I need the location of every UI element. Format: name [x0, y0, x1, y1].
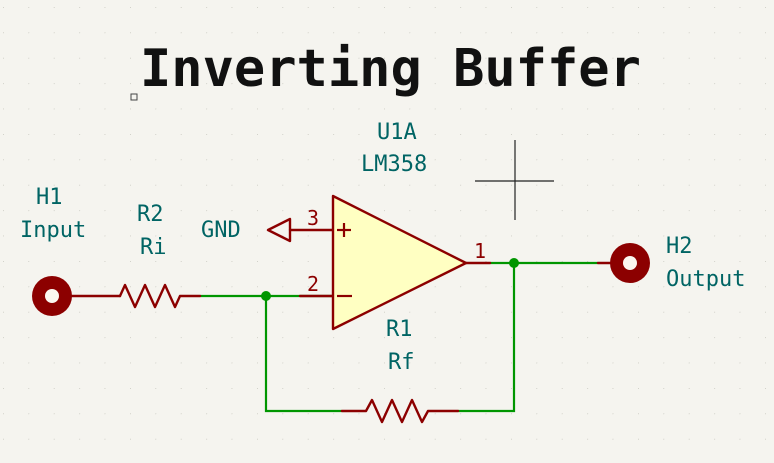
wire-feedback-right: [458, 263, 516, 413]
output-ref-label: H2: [666, 234, 693, 259]
ground-label: GND: [201, 218, 241, 243]
sheet-title: Inverting Buffer: [140, 39, 641, 99]
junction-dot: [509, 258, 519, 268]
opamp-value-label: LM358: [361, 152, 427, 177]
input-resistor[interactable]: [118, 283, 202, 309]
ground-symbol[interactable]: [266, 217, 292, 243]
input-resistor-ref-label: R2: [137, 202, 164, 227]
input-resistor-value-label: Ri: [140, 235, 167, 260]
input-ref-label: H1: [36, 185, 63, 210]
wire-feedback-left: [264, 296, 342, 413]
opamp-pin-minus: 2: [307, 272, 319, 296]
opamp-ref-label: U1A: [377, 120, 417, 145]
junction-dot: [261, 291, 271, 301]
input-value-label: Input: [20, 218, 86, 243]
input-connector[interactable]: [32, 276, 122, 316]
output-value-label: Output: [666, 267, 745, 292]
feedback-resistor-ref-label: R1: [386, 317, 413, 342]
opamp-pin-plus: 3: [307, 206, 319, 230]
feedback-resistor-value-label: Rf: [388, 350, 415, 375]
feedback-resistor[interactable]: [340, 398, 460, 424]
title-anchor-handle[interactable]: [130, 93, 138, 101]
opamp-pin-out: 1: [474, 239, 486, 263]
output-connector[interactable]: [596, 243, 650, 283]
opamp-symbol[interactable]: [288, 194, 492, 331]
crosshair-cursor-icon: [475, 140, 554, 220]
